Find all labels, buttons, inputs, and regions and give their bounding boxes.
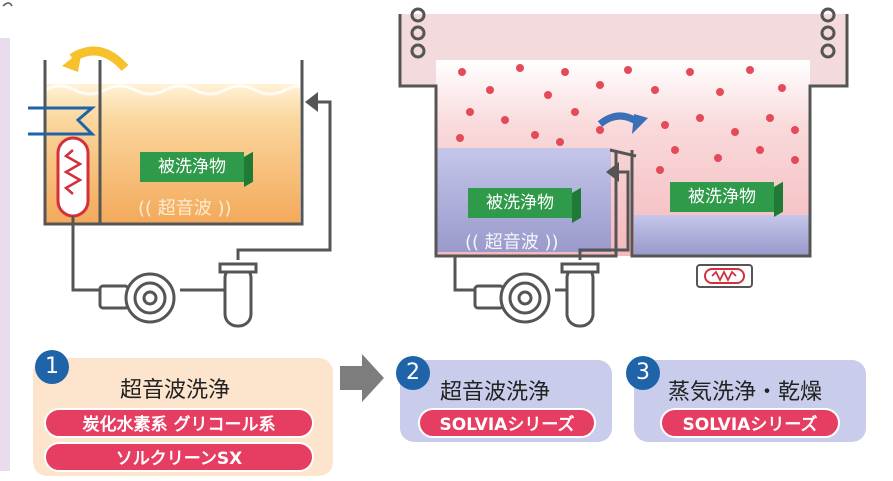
overflow-arrow-icon — [62, 50, 82, 72]
step-1-pill-1: 炭化水素系 グリコール系 — [44, 408, 314, 438]
tank-1 — [28, 46, 332, 328]
ultrasonic-label-tank1: (( 超音波 )) — [138, 198, 232, 219]
filter-2-icon — [560, 262, 600, 328]
vapor-dots — [456, 64, 799, 174]
step-1-title: 超音波洗浄 — [120, 378, 231, 403]
step-2-title: 超音波洗浄 — [440, 380, 551, 405]
step-3-title: 蒸気洗浄・乾燥 — [668, 380, 823, 405]
cooling-coil-icon — [28, 106, 97, 136]
step-2-pill: SOLVIAシリーズ — [418, 408, 596, 438]
workpiece-tank3: 被洗浄物 — [670, 182, 774, 212]
pump-icon — [98, 272, 176, 324]
pump-2-icon — [473, 272, 551, 324]
heater-2-icon — [696, 264, 753, 288]
heater-icon — [56, 136, 90, 218]
filter-icon — [218, 262, 258, 328]
left-panel — [0, 38, 10, 471]
condenser-coil-icon — [410, 7, 836, 59]
step-1-number: 1 — [35, 350, 69, 384]
step-1-pill-2: ソルクリーンSX — [44, 442, 314, 472]
workpiece-tank1: 被洗浄物 — [140, 152, 244, 182]
tank-2-3 — [398, 7, 849, 328]
step-2-number: 2 — [396, 356, 430, 390]
step-3-number: 3 — [626, 356, 660, 390]
transfer-arrow-icon — [632, 114, 648, 134]
workpiece-tank2: 被洗浄物 — [468, 188, 572, 218]
ultrasonic-label-tank2: (( 超音波 )) — [465, 232, 559, 253]
next-step-arrow-icon — [340, 354, 384, 402]
step-3-pill: SOLVIAシリーズ — [660, 408, 840, 438]
